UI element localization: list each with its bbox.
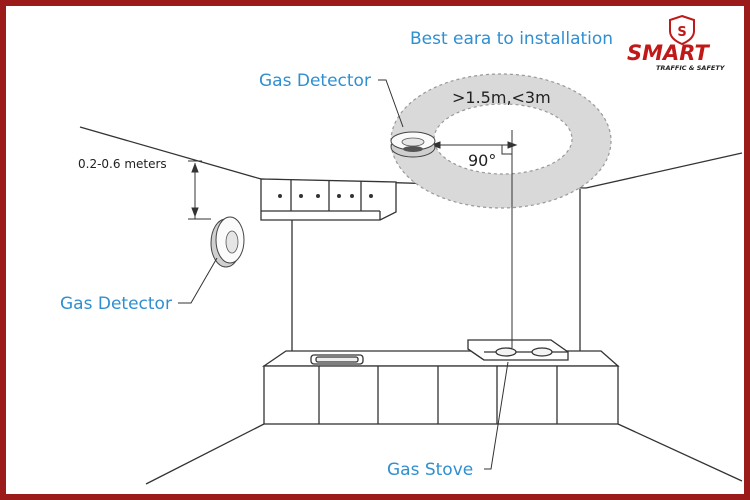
best-area-label: Best eara to installation: [410, 29, 613, 49]
ceiling-gas-detector: [390, 131, 436, 158]
installation-diagram: Best eara to installation Gas Detector >…: [60, 14, 743, 485]
kitchen-counter: [261, 350, 620, 425]
room-outline: [79, 126, 743, 485]
wall-height-label: 0.2-0.6 meters: [78, 157, 167, 171]
distance-range-label: >1.5m,<3m: [452, 88, 551, 107]
smart-logo: S SMART TRAFFIC & SAFETY: [627, 14, 726, 72]
logo-brand: SMART: [627, 41, 711, 65]
angle-label: 90°: [468, 151, 496, 170]
zone-inner-edge: [433, 103, 573, 175]
range-arrow: [430, 141, 518, 149]
cabinet-handles: [278, 194, 373, 198]
right-angle-marker: [501, 145, 512, 155]
wall-gas-detector: [210, 216, 245, 268]
zone-outer-edge: [390, 73, 612, 209]
best-installation-zone: [391, 74, 611, 208]
wall-detector-label: Gas Detector: [60, 294, 172, 314]
upper-cabinet: [260, 178, 397, 221]
shield-icon: [669, 14, 695, 46]
logo-tagline: TRAFFIC & SAFETY: [656, 64, 726, 72]
sink: [310, 354, 364, 365]
ceiling-detector-label: Gas Detector: [259, 71, 371, 91]
gas-stove-label: Gas Stove: [387, 460, 473, 480]
leader-lines: [178, 79, 509, 470]
gas-stove: [467, 339, 569, 361]
logo-emblem-letter: S: [677, 25, 686, 40]
wall-height-dimension: [188, 160, 211, 220]
